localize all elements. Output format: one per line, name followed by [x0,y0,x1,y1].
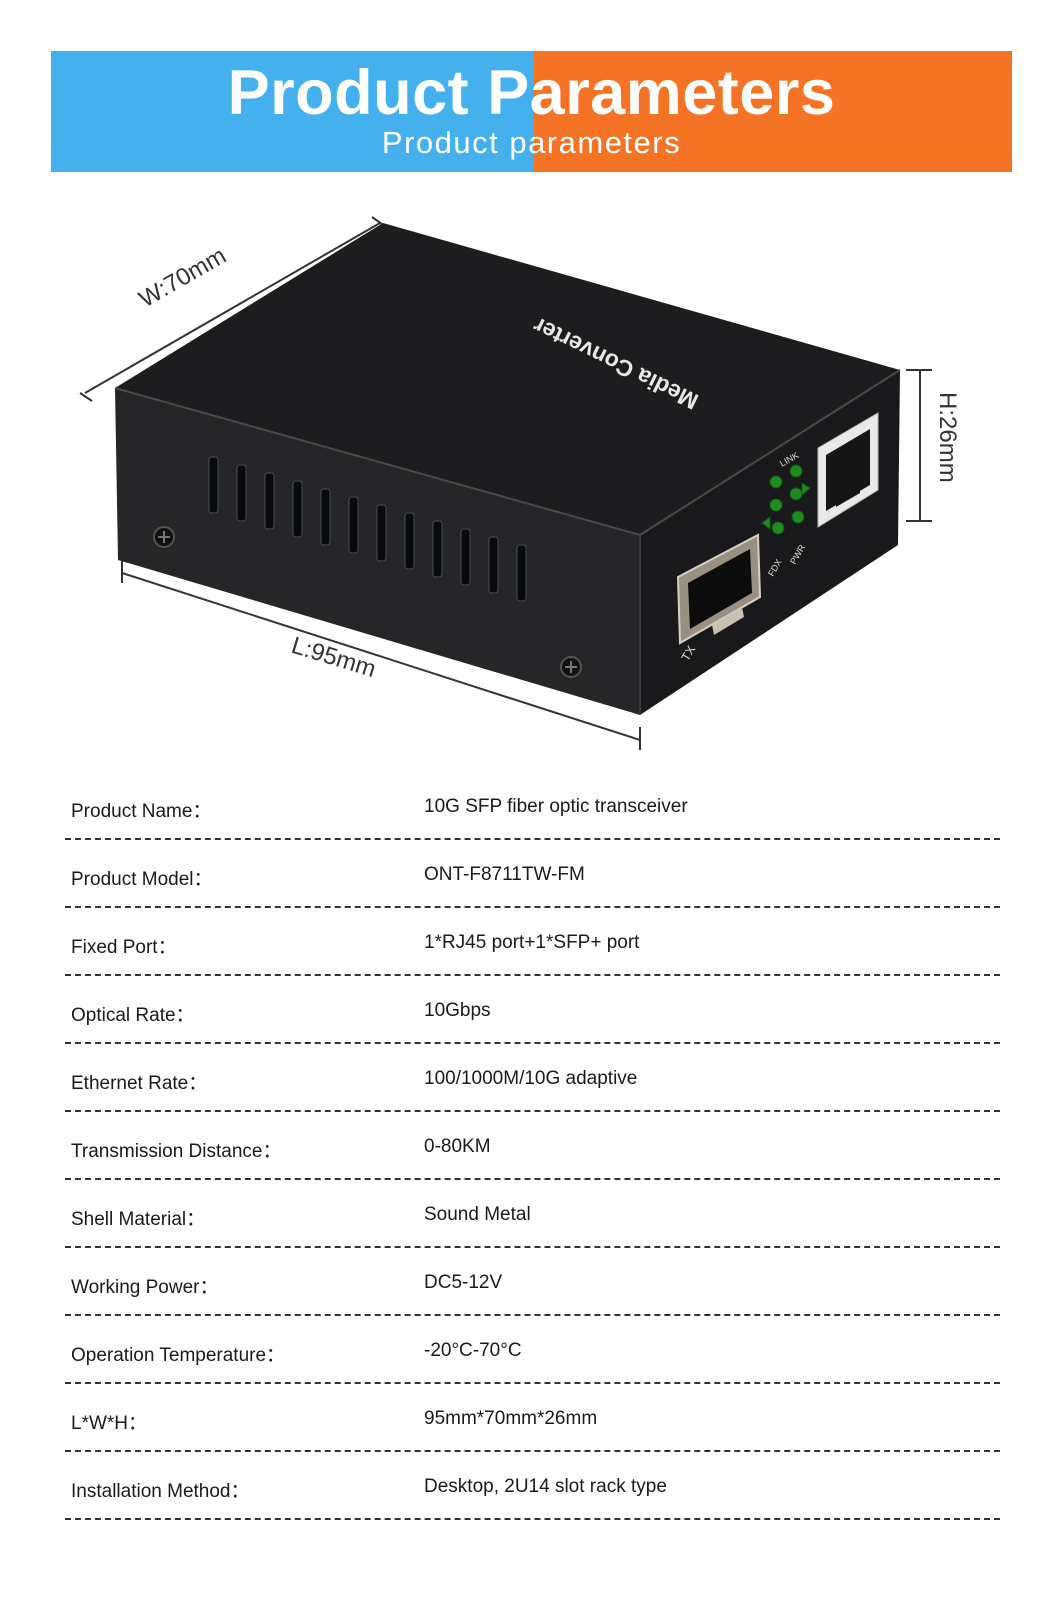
spec-value: 1*RJ45 port+1*SFP+ port [424,932,640,953]
spec-table: Product Name： 10G SFP fiber optic transc… [65,772,1000,1520]
device-top-face [115,223,900,535]
spec-value: -20°C-70°C [424,1340,522,1361]
spec-label: Product Model： [71,869,213,890]
spec-value: 100/1000M/10G adaptive [424,1068,638,1089]
banner-subtitle: Product parameters [381,125,682,160]
spec-row: Product Name： 10G SFP fiber optic transc… [65,772,1000,840]
spec-label: L*W*H： [71,1413,148,1434]
spec-label: Optical Rate： [71,1005,195,1026]
spec-row: Transmission Distance： 0-80KM [65,1112,1000,1180]
status-leds [761,464,811,535]
spec-label: Transmission Distance： [71,1141,282,1162]
spec-row: Optical Rate： 10Gbps [65,976,1000,1044]
spec-value: Sound Metal [424,1204,531,1225]
width-dimension-line [84,222,381,394]
spec-row: Installation Method： Desktop, 2U14 slot … [65,1452,1000,1520]
spec-label: Operation Temperature： [71,1345,286,1366]
banner-left-panel [51,51,533,172]
port-label-tx: TX [678,643,698,663]
spec-row: Product Model： ONT-F8711TW-FM [65,840,1000,908]
height-dimension-label: H:26mm [934,392,961,483]
rj45-port [817,412,879,528]
length-dimension-label: L:95mm [288,632,379,683]
length-dimension-line [121,572,641,741]
spec-value: 10Gbps [424,1000,491,1021]
spec-value: 95mm*70mm*26mm [424,1408,598,1429]
sfp-port [676,533,762,645]
vent-slots [208,456,527,602]
spec-label: Working Power： [71,1277,219,1298]
spec-label: Ethernet Rate： [71,1073,208,1094]
spec-label: Installation Method： [71,1481,250,1502]
spec-value: ONT-F8711TW-FM [424,864,585,885]
spec-row: Fixed Port： 1*RJ45 port+1*SFP+ port [65,908,1000,976]
spec-value: 0-80KM [424,1136,491,1157]
spec-value: 10G SFP fiber optic transceiver [424,796,688,817]
banner-right-panel [533,51,1012,172]
screw-icon [153,526,175,548]
title-banner: Product Parameters Product parameters [51,51,1012,172]
spec-row: Operation Temperature： -20°C-70°C [65,1316,1000,1384]
spec-value: Desktop, 2U14 slot rack type [424,1476,667,1497]
spec-label: Fixed Port： [71,937,177,958]
spec-label: Product Name： [71,801,212,822]
screw-icon [560,656,582,678]
spec-row: Ethernet Rate： 100/1000M/10G adaptive [65,1044,1000,1112]
product-illustration: Media Converter LINK FDX PWR TX W:70mm L… [0,205,1054,775]
spec-row: L*W*H： 95mm*70mm*26mm [65,1384,1000,1452]
spec-row: Working Power： DC5-12V [65,1248,1000,1316]
spec-row: Shell Material： Sound Metal [65,1180,1000,1248]
spec-label: Shell Material： [71,1209,206,1230]
width-dimension-label: W:70mm [135,242,231,313]
banner-title: Product Parameters [227,58,836,128]
spec-value: DC5-12V [424,1272,503,1293]
